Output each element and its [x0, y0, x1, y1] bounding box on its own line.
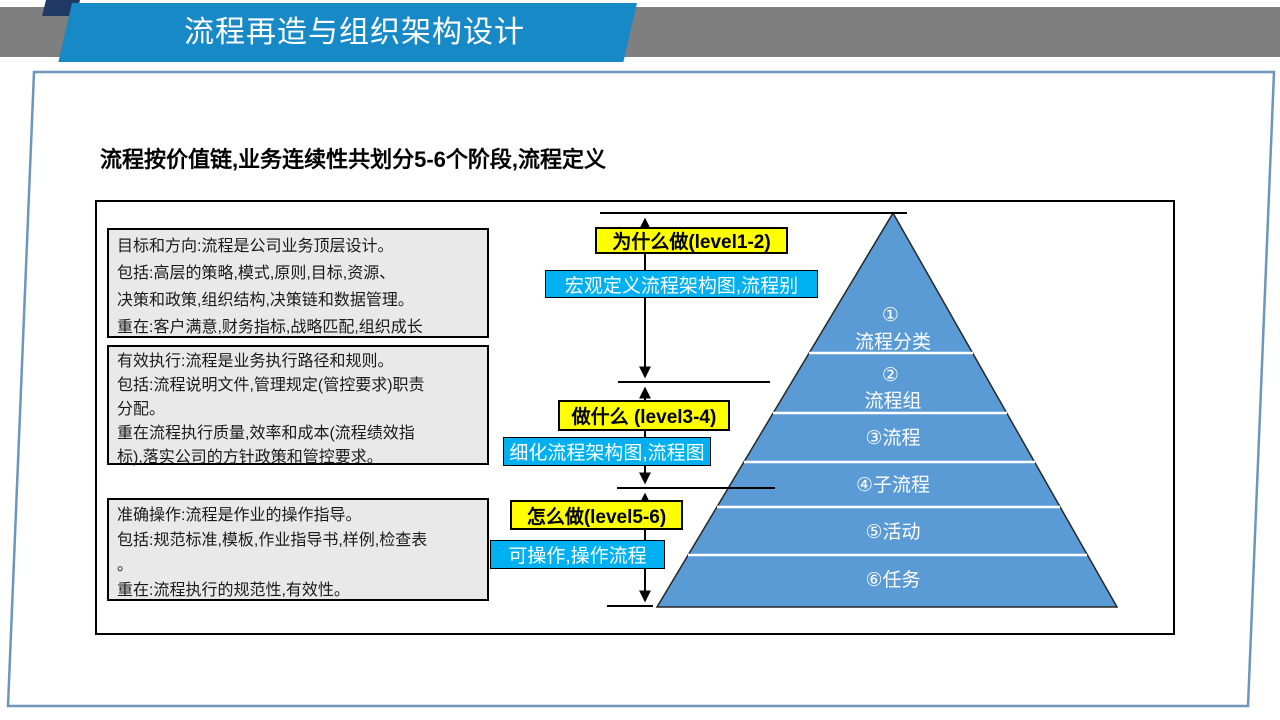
desc-box-operation: 准确操作:流程是作业的操作指导。 包括:规范标准,模板,作业指导书,样例,检查表…	[107, 498, 489, 601]
pyramid-level-4: ④子流程	[856, 474, 930, 496]
pyramid-level-6: ⑥任务	[865, 569, 920, 591]
pyramid-level-1: ① 流程分类	[855, 305, 931, 353]
stage3-action-label: 可操作,操作流程	[490, 540, 665, 569]
desc-box-goal: 目标和方向:流程是公司业务顶层设计。 包括:高层的策略,模式,原则,目标,资源、…	[107, 228, 489, 338]
page-title: 流程再造与组织架构设计	[184, 16, 525, 49]
pyramid-level-2: ② 流程组	[864, 365, 921, 412]
pyramid-diagram: ① 流程分类 ② 流程组 ③流程 ④子流程 ⑤活动 ⑥任务	[600, 211, 1119, 608]
stage2-action-label: 细化流程架构图,流程图	[503, 437, 711, 466]
slide-subtitle: 流程按价值链,业务连续性共划分5-6个阶段,流程定义	[100, 147, 607, 172]
stage3-question-label: 怎么做(level5-6)	[510, 500, 683, 530]
stage1-action-label: 宏观定义流程架构图,流程别	[545, 270, 818, 298]
stage2-question-label: 做什么 (level3-4)	[558, 400, 730, 431]
stage1-question-label: 为什么做(level1-2)	[595, 227, 788, 254]
pyramid-level-5: ⑤活动	[865, 521, 920, 543]
pyramid-level-3: ③流程	[865, 427, 920, 449]
pyramid-shape	[655, 211, 1119, 608]
desc-box-execution: 有效执行:流程是业务执行路径和规则。 包括:流程说明文件,管理规定(管控要求)职…	[107, 345, 489, 466]
